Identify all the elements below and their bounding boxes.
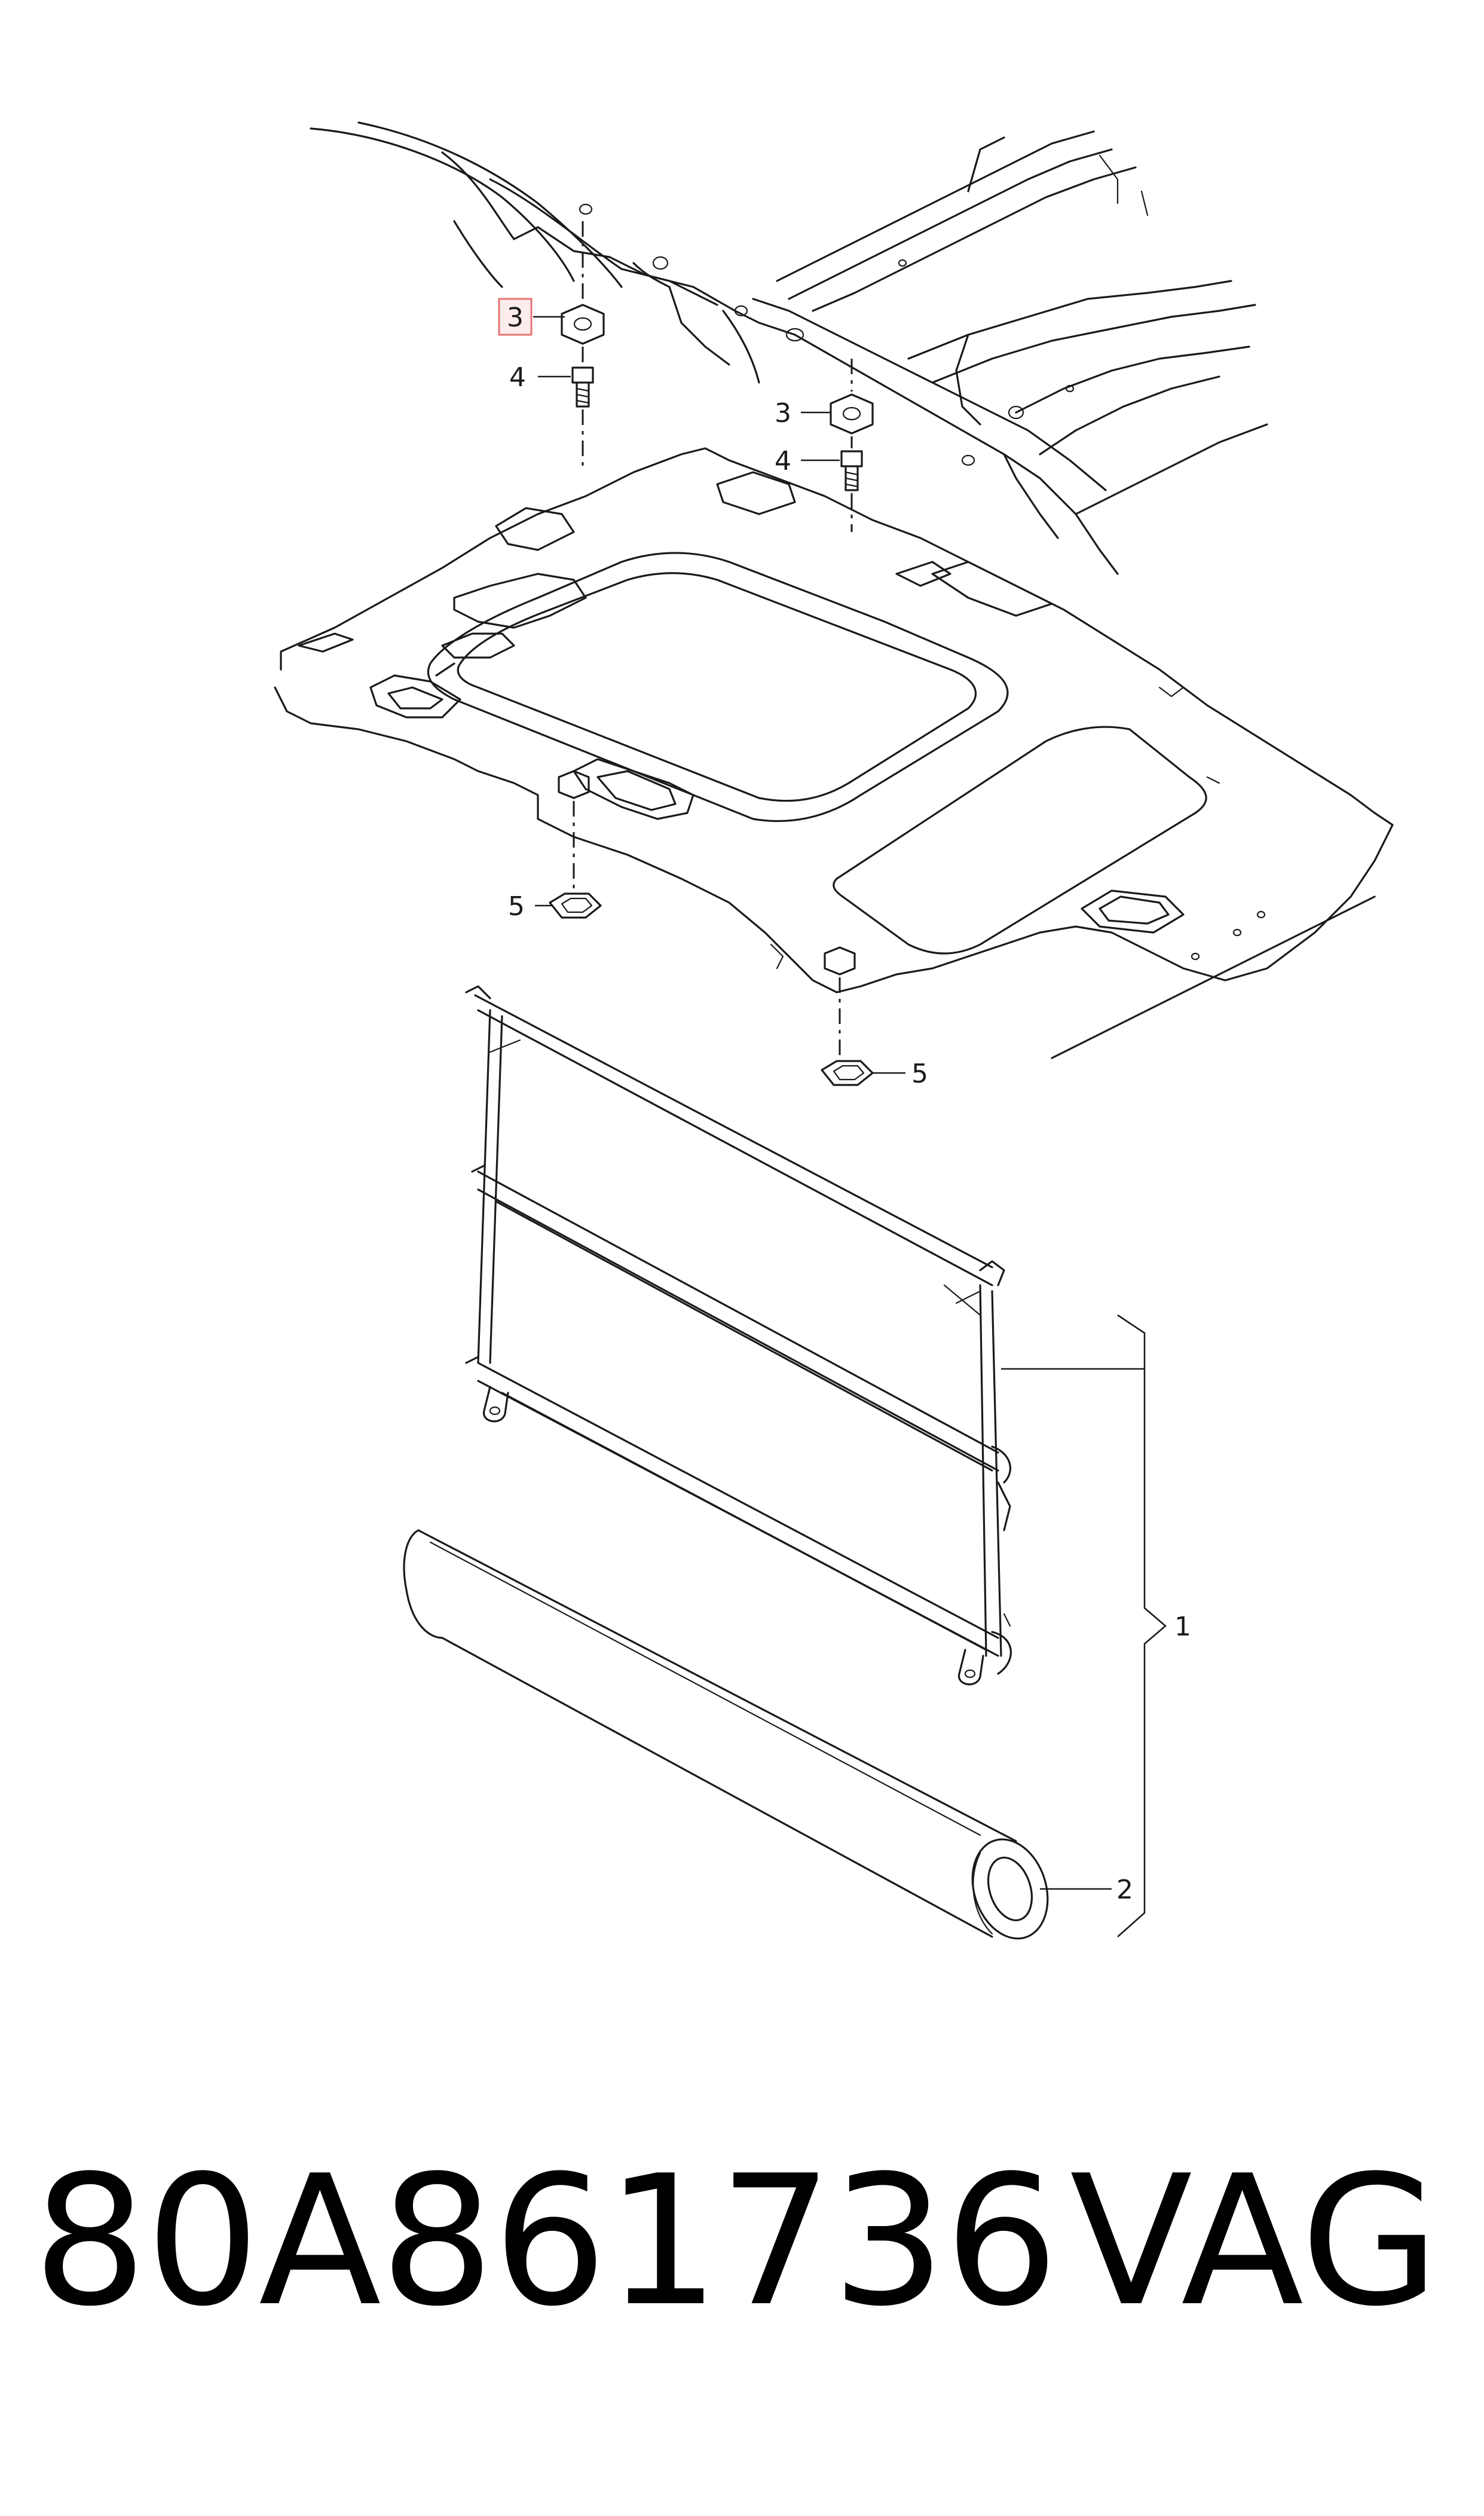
part-number: 80A861736 — [33, 2137, 1058, 2346]
screw-left — [571, 366, 594, 408]
clip-nut-left — [561, 304, 605, 345]
callout-4-lower: 4 — [775, 446, 791, 476]
roof-frame — [310, 121, 1268, 575]
partition-net — [465, 985, 1012, 1686]
clip-nut-right — [830, 393, 874, 435]
brand-name: VAG — [1070, 2137, 1440, 2346]
callout-3-highlighted: 3 — [507, 302, 524, 333]
bracket-1 — [1001, 1314, 1167, 1937]
footer: 80A861736 VAG — [0, 2128, 1484, 2439]
exploded-parts-diagram: 3 4 3 4 5 5 1 2 — [274, 121, 1394, 1940]
callout-3: 3 — [775, 398, 791, 429]
callout-5-right: 5 — [911, 1059, 928, 1089]
callout-2: 2 — [1116, 1875, 1133, 1905]
clip-5-left — [549, 892, 602, 919]
screw-right — [840, 450, 863, 491]
callout-4-upper: 4 — [509, 362, 526, 393]
storage-roll — [403, 1529, 1049, 1940]
highlighted-callout-box — [498, 298, 533, 336]
callout-5-left: 5 — [508, 891, 525, 922]
callout-1: 1 — [1174, 1612, 1191, 1642]
clip-5-right — [821, 1060, 874, 1086]
headliner — [274, 447, 1394, 1059]
